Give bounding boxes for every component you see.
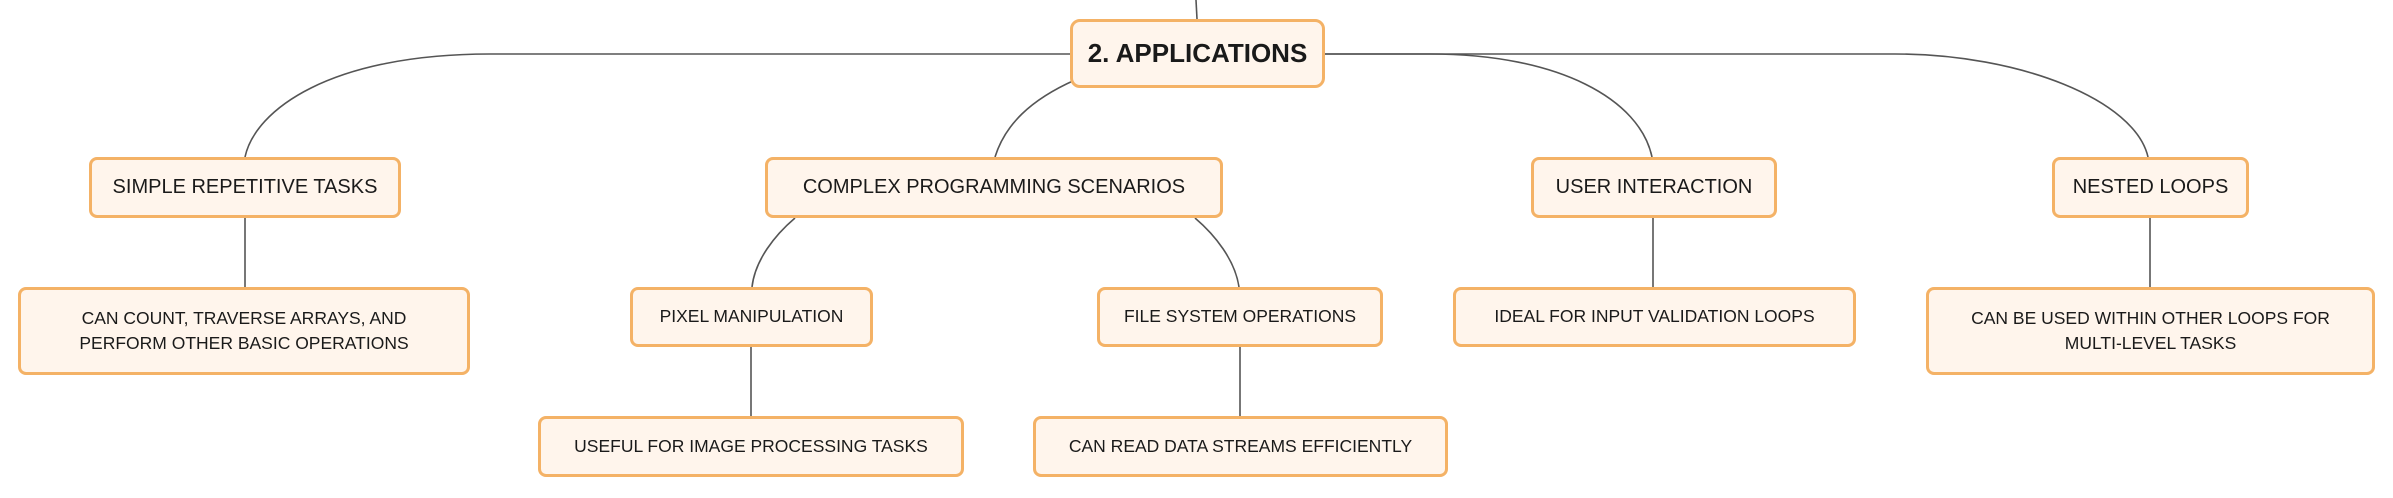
leaf-node-multi-level-tasks[interactable]: CAN BE USED WITHIN OTHER LOOPS FOR MULTI… (1926, 287, 2375, 375)
connector-root-parent (1195, 0, 1198, 20)
connector-root-to-complex-programming-scenarios (994, 79, 1076, 158)
branch-node-user-interaction[interactable]: USER INTERACTION (1531, 157, 1777, 218)
branch-node-simple-repetitive-tasks[interactable]: SIMPLE REPETITIVE TASKS (89, 157, 401, 218)
connector-complex-to-pixel-manipulation (751, 217, 796, 288)
branch-node-complex-programming-scenarios[interactable]: COMPLEX PROGRAMMING SCENARIOS (765, 157, 1223, 218)
leaf-node-data-streams[interactable]: CAN READ DATA STREAMS EFFICIENTLY (1033, 416, 1448, 477)
root-node-applications[interactable]: 2. APPLICATIONS (1070, 19, 1325, 88)
connector-root-to-simple-repetitive-tasks (244, 53, 1070, 158)
connector-root-to-nested-loops (1325, 53, 2149, 158)
sub-branch-node-file-system-operations[interactable]: FILE SYSTEM OPERATIONS (1097, 287, 1383, 347)
leaf-node-image-processing[interactable]: USEFUL FOR IMAGE PROCESSING TASKS (538, 416, 964, 477)
leaf-node-count-traverse-arrays[interactable]: CAN COUNT, TRAVERSE ARRAYS, AND PERFORM … (18, 287, 470, 375)
connector-root-to-user-interaction (1325, 53, 1653, 158)
connector-complex-to-file-system-operations (1194, 217, 1240, 288)
sub-branch-node-pixel-manipulation[interactable]: PIXEL MANIPULATION (630, 287, 873, 347)
branch-node-nested-loops[interactable]: NESTED LOOPS (2052, 157, 2249, 218)
leaf-node-input-validation[interactable]: IDEAL FOR INPUT VALIDATION LOOPS (1453, 287, 1856, 347)
